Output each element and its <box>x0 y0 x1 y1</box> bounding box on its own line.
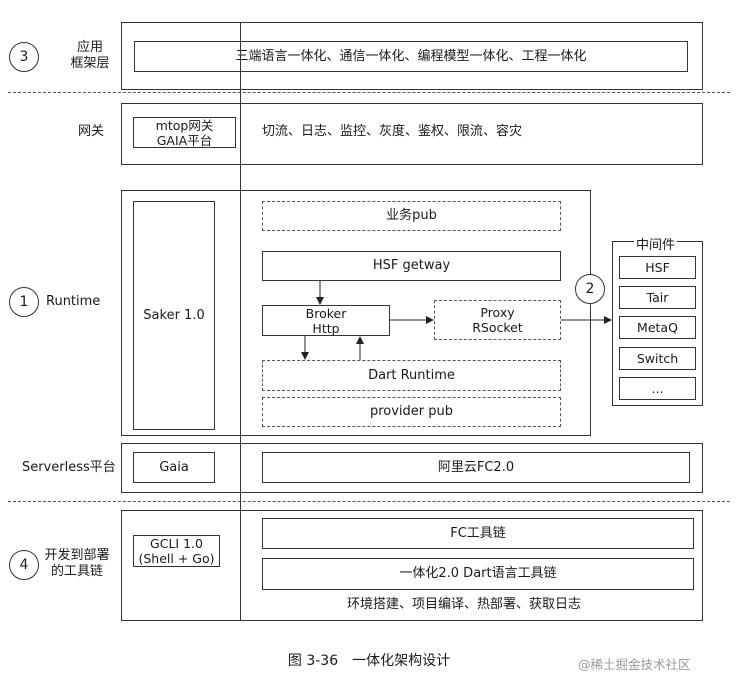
toolchain-layer-label: 开发到部署的工具链 <box>44 548 110 579</box>
app-layer-label: 应用框架层 <box>70 40 110 71</box>
middleware-item-more: ... <box>619 377 696 400</box>
runtime-layer-label: Runtime <box>46 294 101 309</box>
provider-pub-box: provider pub <box>262 397 561 427</box>
app-integration-box: 三端语言一体化、通信一体化、编程模型一体化、工程一体化 <box>134 41 688 72</box>
middleware-item-metaq: MetaQ <box>619 316 696 339</box>
gateway-features: 切流、日志、监控、灰度、鉴权、限流、容灾 <box>262 124 523 139</box>
link-number-2: 2 <box>575 274 605 304</box>
dart-runtime-box: Dart Runtime <box>262 360 561 391</box>
hsf-gateway-box: HSF getway <box>262 251 561 281</box>
middleware-item-switch: Switch <box>619 347 696 370</box>
gcli-box: GCLI 1.0(Shell + Go) <box>133 535 220 567</box>
layer-number-1: 1 <box>9 287 39 317</box>
toolchain-features: 环境搭建、项目编译、热部署、获取日志 <box>347 597 582 612</box>
biz-pub-box: 业务pub <box>262 201 561 231</box>
middleware-item-hsf: HSF <box>619 256 696 279</box>
dart-toolchain-box: 一体化2.0 Dart语言工具链 <box>262 558 694 590</box>
middleware-title: 中间件 <box>634 238 678 254</box>
layer-number-4: 4 <box>9 550 39 580</box>
fc-toolchain-box: FC工具链 <box>262 518 694 549</box>
saker-box: Saker 1.0 <box>133 201 215 430</box>
gateway-layer-frame <box>121 103 703 165</box>
fc-box: 阿里云FC2.0 <box>262 452 690 483</box>
separator-bottom <box>8 501 730 502</box>
gaia-box: Gaia <box>133 452 215 483</box>
middleware-item-tair: Tair <box>619 286 696 309</box>
watermark: @稀土掘金技术社区 <box>578 657 691 672</box>
layer-number-3: 3 <box>9 42 39 72</box>
figure-caption: 图 3-36 一体化架构设计 <box>287 653 451 669</box>
separator-top <box>8 92 730 93</box>
gateway-layer-label: 网关 <box>78 124 105 139</box>
serverless-layer-label: Serverless平台 <box>22 460 116 475</box>
